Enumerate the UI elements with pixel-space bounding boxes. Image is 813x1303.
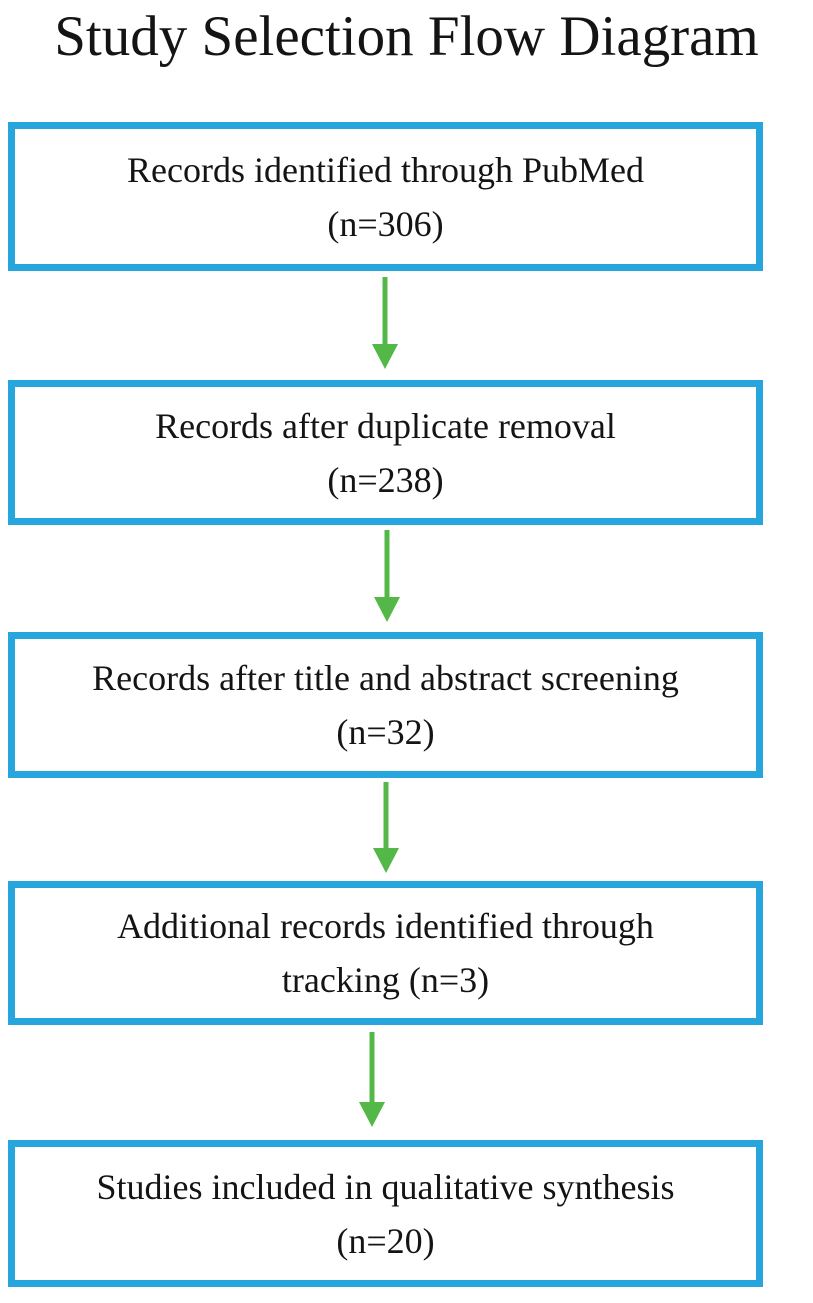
arrow-shaft [382,277,388,351]
box-label: Records after duplicate removal [155,405,616,446]
flow-box-after-duplicate-removal: Records after duplicate removal (n=238) [8,380,763,525]
box-label: Records identified through PubMed [127,149,644,190]
arrow-down-icon [374,597,400,622]
box-label: Additional records identified through [117,906,654,946]
arrow-down-icon [372,344,398,369]
arrow-down-icon [359,1102,385,1127]
diagram-title: Study Selection Flow Diagram [54,5,759,68]
arrow-2 [374,530,400,622]
arrow-down-icon [373,848,399,873]
arrow-4 [359,1032,385,1127]
arrow-3 [373,782,399,873]
arrow-shaft [383,782,389,855]
flow-box-records-identified: Records identified through PubMed (n=306… [8,122,763,271]
flow-box-after-title-abstract-screening: Records after title and abstract screeni… [8,632,763,778]
arrow-1 [372,277,398,369]
box-count: (n=306) [327,203,444,244]
flow-box-included-qualitative-synthesis: Studies included in qualitative synthesi… [8,1140,763,1287]
box-count: (n=32) [336,712,435,752]
box-count: (n=238) [327,459,444,500]
box-count: (n=20) [336,1220,435,1261]
arrow-shaft [369,1032,375,1109]
box-label: Studies included in qualitative synthesi… [96,1166,675,1207]
box-count: tracking (n=3) [281,960,490,1000]
arrow-shaft [384,530,390,604]
box-label: Records after title and abstract screeni… [92,658,679,698]
flow-box-additional-records-tracking: Additional records identified through tr… [8,881,763,1025]
